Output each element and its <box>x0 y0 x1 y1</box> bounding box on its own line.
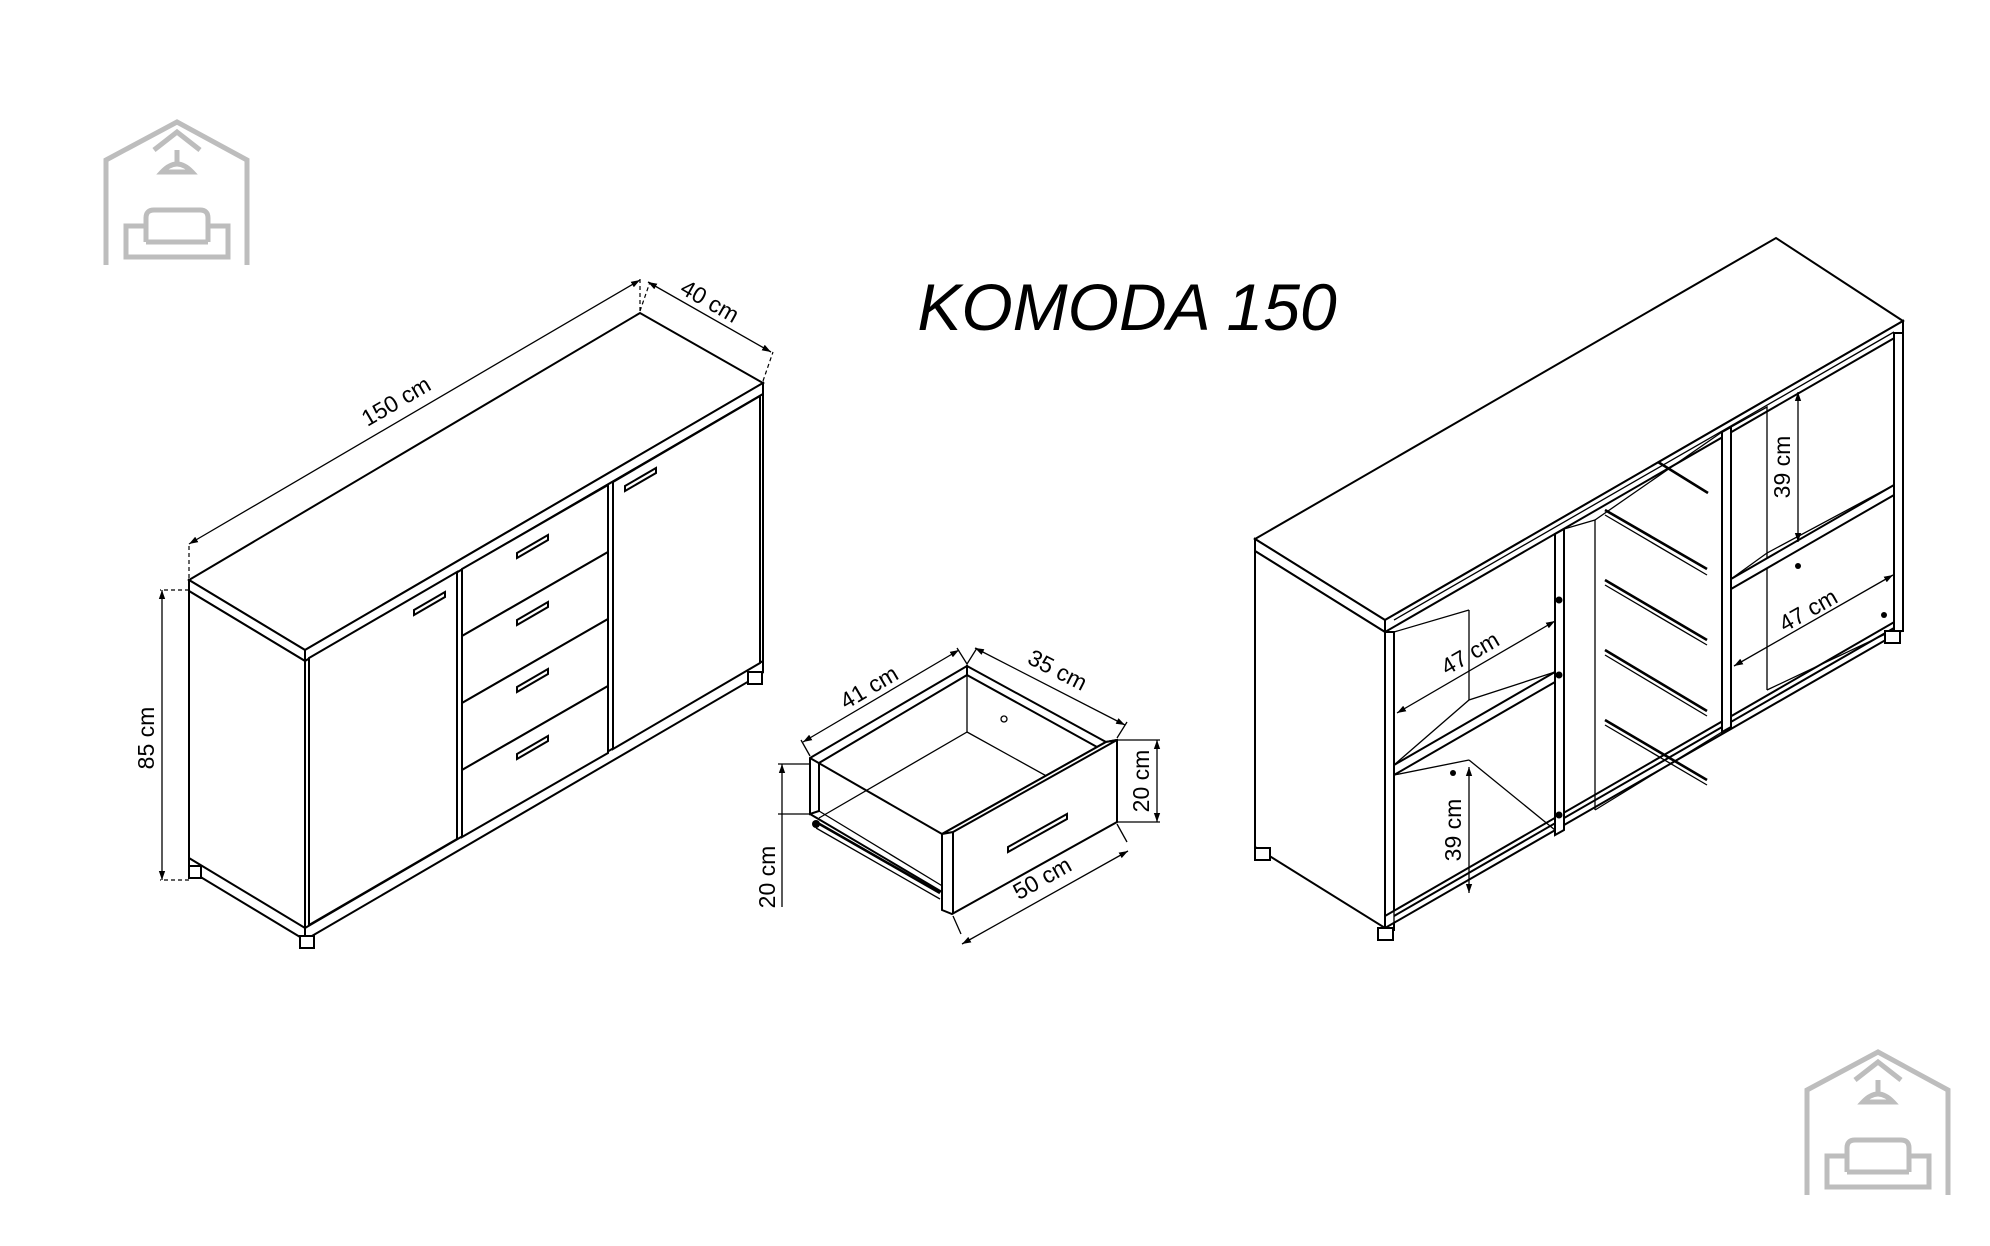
cabinet-foot <box>747 671 763 685</box>
right-shelf-height-label: 39 cm <box>1769 436 1795 499</box>
shelf <box>1393 670 1556 777</box>
drawer-side-height-label: 20 cm <box>754 846 780 909</box>
divider <box>1721 425 1732 734</box>
handle <box>1007 812 1068 854</box>
drawer-inner-depth-label: 35 cm <box>1024 644 1092 696</box>
left-door <box>308 570 458 927</box>
drawer-front-height-label: 20 cm <box>1128 750 1154 813</box>
page-title: KOMODA 150 <box>917 270 1337 344</box>
right-shelf-depth-label: 47 cm <box>1774 583 1841 636</box>
dimension-depth-label: 40 cm <box>676 274 743 328</box>
house-sofa-lamp-icon <box>1804 1049 1951 1195</box>
dimension-height-label: 85 cm <box>133 707 159 770</box>
drawer-inner-width-label: 41 cm <box>835 660 902 714</box>
cabinet-foot <box>299 935 315 949</box>
divider <box>1554 527 1565 837</box>
cabinet-foot <box>188 865 202 879</box>
house-sofa-lamp-icon <box>103 119 250 265</box>
drawer-front <box>461 684 609 839</box>
left-shelf-height-label: 39 cm <box>1440 799 1466 862</box>
cabinet-foot <box>1884 630 1901 644</box>
right-door <box>612 394 761 751</box>
left-shelf-depth-label: 47 cm <box>1436 626 1503 680</box>
open-view: 39 cm 47 cm 47 cm 39 cm <box>1253 236 1905 941</box>
cabinet-foot <box>1254 847 1271 861</box>
drawer-view: 41 cm 35 cm 20 cm 20 cm 50 cm <box>754 644 1161 945</box>
drawer-runner <box>815 820 941 895</box>
drawer-runner <box>1604 460 1709 786</box>
cabinet-foot <box>1377 927 1394 941</box>
front-view: 150 cm 40 cm 85 cm <box>133 274 774 949</box>
shelf <box>1730 483 1895 591</box>
cabinet-top <box>1253 236 1905 622</box>
